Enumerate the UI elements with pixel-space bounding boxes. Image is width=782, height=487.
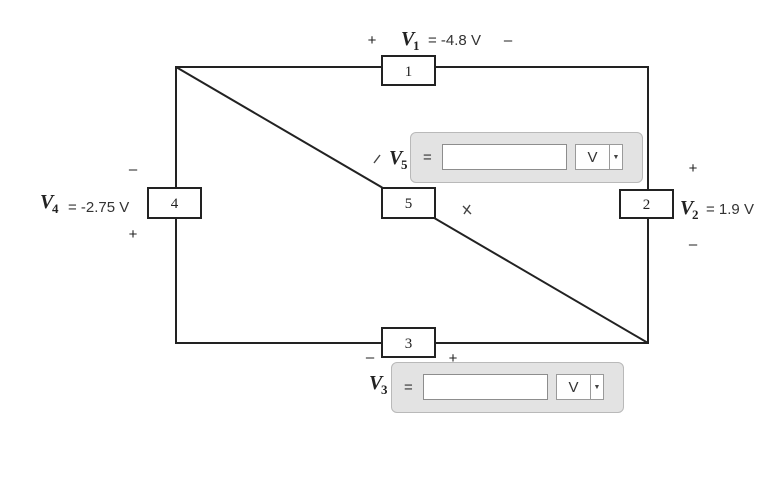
v5-equals-sign: = — [423, 149, 432, 166]
v5-subscript: 5 — [401, 157, 408, 172]
v3-unit-select[interactable]: V ▼ — [556, 374, 604, 400]
v2-label: + V 2 = 1.9 V – — [680, 160, 754, 253]
v5-input[interactable] — [442, 144, 567, 170]
v2-minus-sign: – — [689, 236, 698, 253]
v4-minus-sign: – — [129, 161, 138, 178]
v3-plus-sign: + — [449, 350, 458, 367]
element-3-label: 3 — [405, 336, 413, 352]
element-5-tick-mark — [373, 154, 381, 164]
element-4: 4 — [147, 187, 202, 219]
v1-value: = -4.8 V — [428, 32, 481, 49]
v1-plus-sign: + — [368, 32, 377, 49]
chevron-down-icon: ▼ — [609, 145, 622, 169]
v3-label: – + V 3 — [366, 349, 458, 397]
v4-subscript: 4 — [52, 201, 59, 216]
v3-input[interactable] — [423, 374, 548, 400]
v2-symbol: V — [680, 197, 695, 219]
v5-unit-value: V — [587, 148, 598, 166]
v3-subscript: 3 — [381, 382, 388, 397]
v5-unit-select[interactable]: V ▼ — [575, 144, 623, 170]
v4-plus-sign: + — [129, 226, 138, 243]
element-4-label: 4 — [171, 196, 179, 212]
element-1: 1 — [381, 55, 436, 86]
element-5: 5 — [381, 187, 436, 219]
v3-minus-sign: – — [366, 349, 375, 366]
v1-symbol: V — [401, 28, 416, 50]
element-3: 3 — [381, 327, 436, 358]
v4-value: = -2.75 V — [68, 199, 129, 216]
v5-label: V 5 — [373, 147, 472, 215]
element-2: 2 — [619, 189, 674, 219]
v1-minus-sign: – — [504, 32, 513, 49]
element-2-label: 2 — [643, 197, 651, 213]
v3-answer-panel: = V ▼ — [391, 362, 624, 413]
v5-answer-panel: = V ▼ — [410, 132, 643, 183]
v1-label: + V 1 = -4.8 V – — [368, 28, 513, 53]
v2-value: = 1.9 V — [706, 201, 754, 218]
element-5-label: 5 — [405, 196, 413, 212]
element-1-label: 1 — [405, 64, 413, 80]
v4-label: – V 4 = -2.75 V + — [40, 161, 138, 243]
v3-equals-sign: = — [404, 379, 413, 396]
v3-unit-value: V — [568, 378, 579, 396]
v2-plus-sign: + — [689, 160, 698, 177]
element-5-cross-mark — [462, 204, 472, 215]
v5-symbol: V — [389, 147, 404, 169]
v1-subscript: 1 — [413, 38, 420, 53]
v2-subscript: 2 — [692, 207, 699, 222]
v3-symbol: V — [369, 372, 384, 394]
v4-symbol: V — [40, 191, 55, 213]
chevron-down-icon: ▼ — [590, 375, 603, 399]
